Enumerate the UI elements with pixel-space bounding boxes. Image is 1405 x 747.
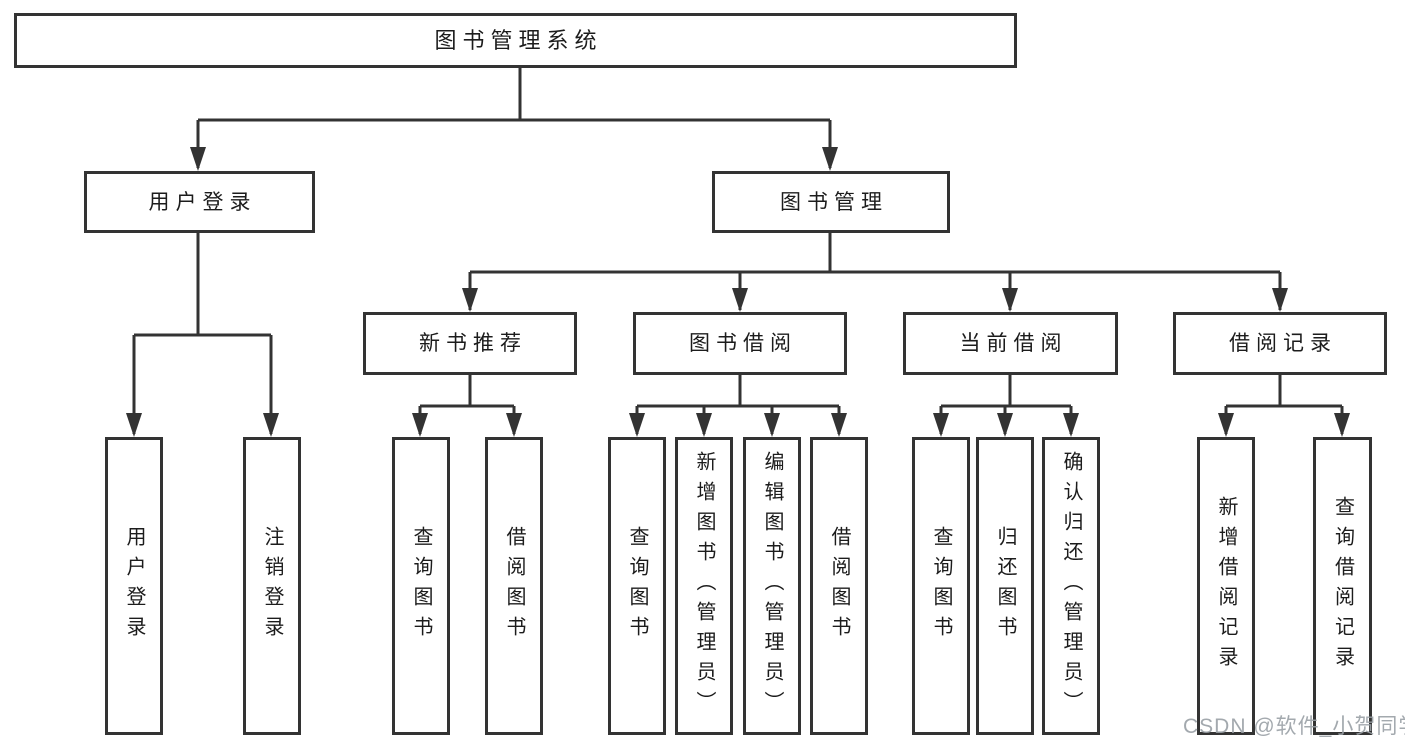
leaf-return-book: 归还图书 [976, 437, 1034, 735]
leaf-query-book-2: 查询图书 [608, 437, 666, 735]
leaf-add-book-admin-label: 新增图书（管理员） [693, 451, 715, 721]
arrowheads [126, 147, 1350, 437]
leaf-return-book-label: 归还图书 [994, 526, 1016, 646]
node-current-borrow: 当前借阅 [903, 312, 1118, 375]
node-current-borrow-label: 当前借阅 [959, 332, 1068, 355]
node-root-system: 图书管理系统 [14, 13, 1017, 68]
leaf-edit-book-admin-label: 编辑图书（管理员） [761, 451, 783, 721]
node-book-borrow-label: 图书借阅 [689, 332, 797, 355]
leaf-query-borrow-record: 查询借阅记录 [1313, 437, 1372, 735]
leaf-logout: 注销登录 [243, 437, 301, 735]
leaf-user-login-label: 用户登录 [123, 526, 145, 646]
leaf-query-book-1-label: 查询图书 [410, 526, 432, 646]
node-new-book-recommend: 新书推荐 [363, 312, 577, 375]
leaf-user-login: 用户登录 [105, 437, 163, 735]
leaf-add-book-admin: 新增图书（管理员） [675, 437, 733, 735]
leaf-add-borrow-record: 新增借阅记录 [1197, 437, 1255, 735]
leaf-query-borrow-record-label: 查询借阅记录 [1331, 496, 1354, 676]
node-book-management: 图书管理 [712, 171, 950, 233]
node-borrow-records: 借阅记录 [1173, 312, 1387, 375]
node-book-management-label: 图书管理 [780, 190, 888, 214]
leaf-borrow-book-2: 借阅图书 [810, 437, 868, 735]
leaf-borrow-book-2-label: 借阅图书 [828, 526, 850, 646]
node-book-borrow: 图书借阅 [633, 312, 847, 375]
leaf-borrow-book-1-label: 借阅图书 [503, 526, 525, 646]
leaf-logout-label: 注销登录 [261, 526, 283, 646]
leaf-query-book-3-label: 查询图书 [930, 526, 952, 646]
leaf-query-book-3: 查询图书 [912, 437, 970, 735]
leaf-confirm-return-admin-label: 确认归还（管理员） [1060, 451, 1082, 721]
leaf-add-borrow-record-label: 新增借阅记录 [1215, 496, 1237, 676]
node-root-label: 图书管理系统 [434, 27, 603, 53]
leaf-confirm-return-admin: 确认归还（管理员） [1042, 437, 1100, 735]
node-new-book-recommend-label: 新书推荐 [419, 332, 527, 355]
node-user-login-label: 用户登录 [148, 190, 257, 214]
leaf-query-book-2-label: 查询图书 [626, 526, 648, 646]
leaf-borrow-book-1: 借阅图书 [485, 437, 543, 735]
leaf-query-book-1: 查询图书 [392, 437, 450, 735]
leaf-edit-book-admin: 编辑图书（管理员） [743, 437, 801, 735]
node-user-login: 用户登录 [84, 171, 315, 233]
node-borrow-records-label: 借阅记录 [1229, 332, 1337, 355]
